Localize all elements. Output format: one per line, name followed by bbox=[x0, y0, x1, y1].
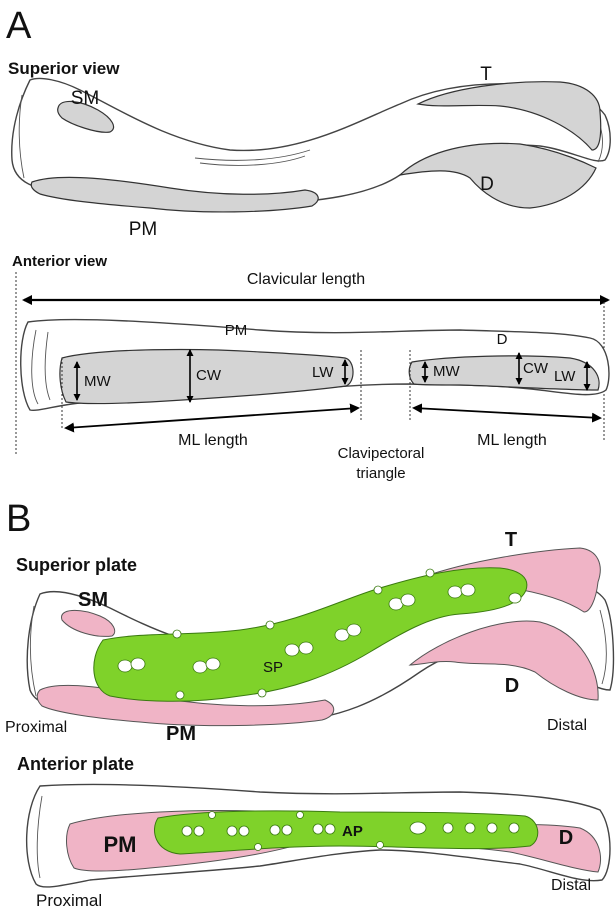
clavipectoral-label-line2: triangle bbox=[356, 465, 405, 482]
medial-lw-label: LW bbox=[312, 364, 334, 381]
clavipectoral-label-line1: Clavipectoral bbox=[338, 445, 425, 462]
anterior-view-title: Anterior view bbox=[12, 253, 107, 270]
lateral-mw-label: MW bbox=[433, 363, 460, 380]
anterior-plate-d-label: D bbox=[559, 827, 573, 849]
panel-b-letter: B bbox=[6, 498, 31, 540]
superior-plate-t-label: T bbox=[505, 529, 517, 551]
superior-plate-sm-label: SM bbox=[78, 589, 108, 611]
lateral-lw-label: LW bbox=[554, 368, 576, 385]
medial-ml-length-label: ML length bbox=[178, 432, 248, 449]
anterior-plate-pm-label: PM bbox=[104, 832, 137, 857]
superior-t-label: T bbox=[480, 64, 492, 85]
anterior-plate-title: Anterior plate bbox=[17, 754, 134, 774]
panel-a-letter: A bbox=[6, 5, 32, 47]
medial-mw-label: MW bbox=[84, 373, 111, 390]
sp-label: SP bbox=[263, 659, 283, 676]
superior-plate-d-label: D bbox=[505, 675, 519, 697]
clavicular-length-label: Clavicular length bbox=[247, 271, 365, 288]
lateral-cw-label: CW bbox=[523, 360, 549, 377]
anterior-pm-label: PM bbox=[225, 322, 248, 339]
superior-plate-distal-label: Distal bbox=[547, 717, 587, 734]
anterior-d-label: D bbox=[497, 331, 508, 348]
superior-sm-label: SM bbox=[71, 88, 100, 109]
anterior-plate-distal-label: Distal bbox=[551, 877, 591, 894]
anterior-plate-proximal-label: Proximal bbox=[36, 891, 102, 910]
superior-plate-pm-label: PM bbox=[166, 723, 196, 745]
superior-plate-proximal-label: Proximal bbox=[5, 719, 67, 736]
lateral-ml-length-label: ML length bbox=[477, 432, 547, 449]
superior-pm-label: PM bbox=[129, 219, 158, 240]
lateral-ml-length-arrow bbox=[414, 408, 600, 418]
superior-view-title: Superior view bbox=[8, 59, 120, 78]
ap-label: AP bbox=[342, 823, 363, 840]
superior-d-label: D bbox=[480, 174, 494, 195]
superior-plate-title: Superior plate bbox=[16, 555, 137, 575]
medial-cw-label: CW bbox=[196, 367, 222, 384]
medial-ml-length-arrow bbox=[66, 408, 358, 428]
